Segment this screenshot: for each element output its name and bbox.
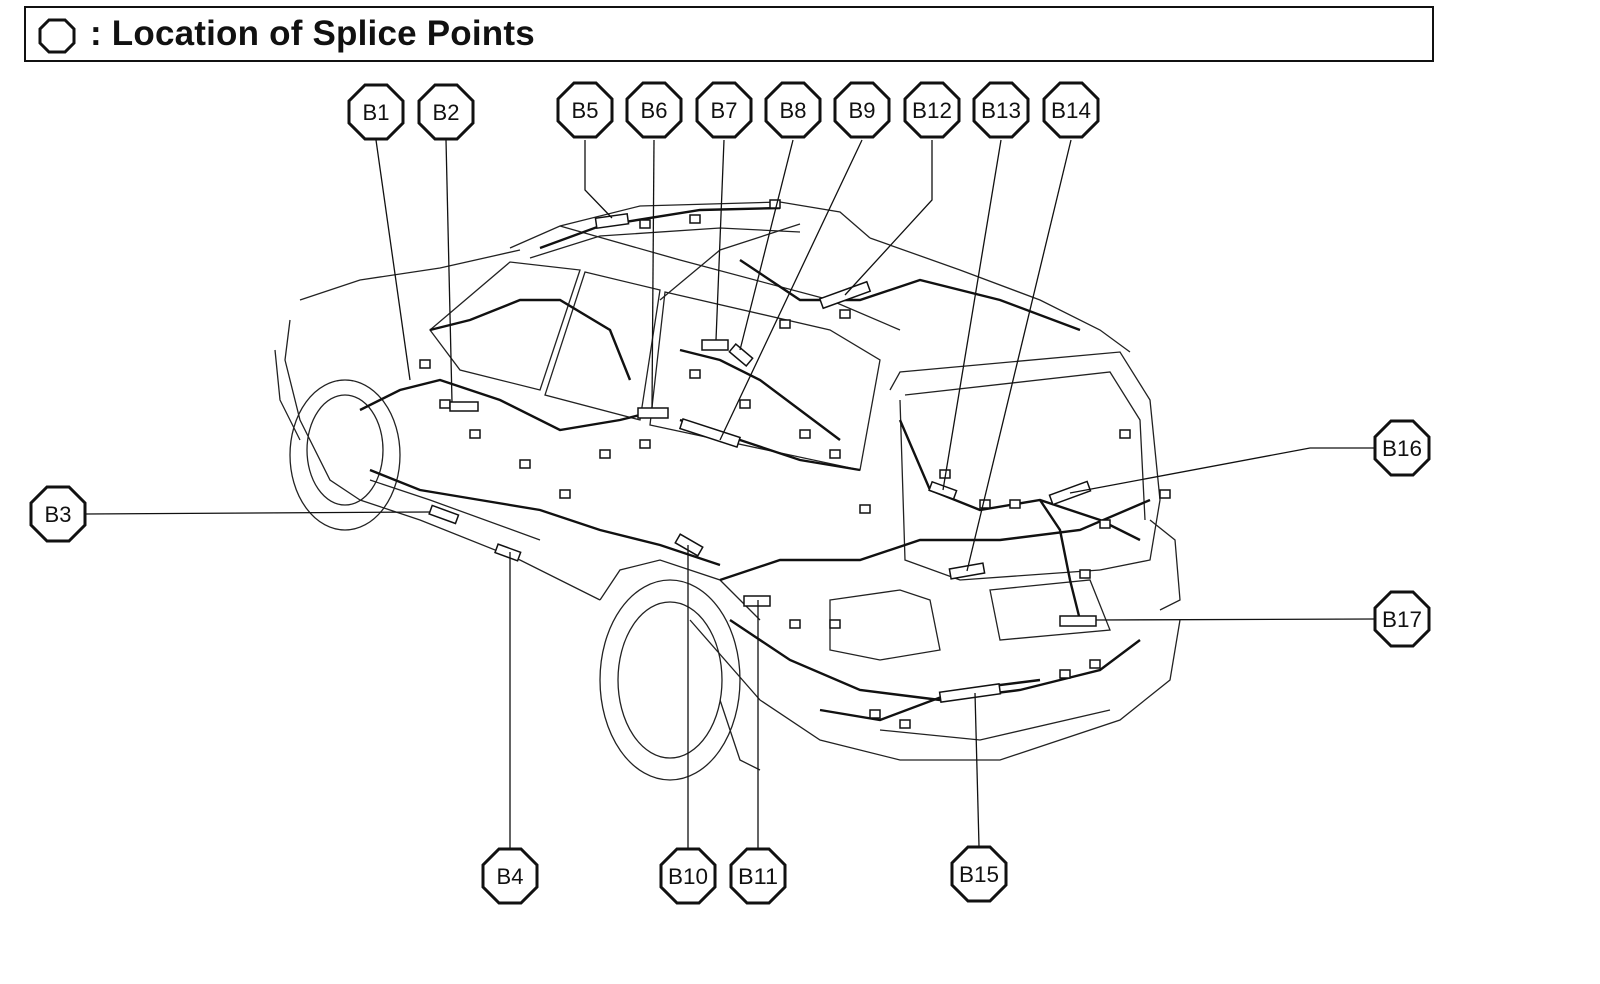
splice-label-b9: B9 <box>849 98 876 123</box>
splice-label-b3: B3 <box>45 502 72 527</box>
octagon-icon <box>659 847 717 905</box>
octagon-icon <box>38 18 76 54</box>
connectors <box>419 199 1171 729</box>
splice-marker-b16: B16 <box>1373 419 1431 477</box>
vehicle-outline <box>274 201 1181 781</box>
octagon-icon <box>903 81 961 139</box>
octagon-icon <box>695 81 753 139</box>
octagon-icon <box>1373 419 1431 477</box>
splice-label-b14: B14 <box>1051 98 1091 123</box>
splice-label-b2: B2 <box>433 100 460 125</box>
leader-line-b17 <box>1095 618 1376 621</box>
splice-label-b6: B6 <box>641 98 668 123</box>
splice-label-b4: B4 <box>497 864 524 889</box>
leader-line-b7 <box>715 139 725 341</box>
splice-label-b16: B16 <box>1382 436 1422 461</box>
splice-label-b13: B13 <box>981 98 1021 123</box>
leader-line-b3 <box>85 511 431 515</box>
title-bar: : Location of Splice Points <box>24 6 1434 62</box>
splice-label-b5: B5 <box>572 98 599 123</box>
octagon-icon <box>481 847 539 905</box>
octagon-icon <box>833 81 891 139</box>
wire-harness <box>359 206 1151 722</box>
octagon-icon <box>29 485 87 543</box>
leader-line-b13 <box>942 139 1002 491</box>
leader-line-b1 <box>375 139 411 381</box>
leader-line-b2 <box>445 139 453 403</box>
splice-label-b1: B1 <box>363 100 390 125</box>
octagon-icon <box>972 81 1030 139</box>
splice-marker-b3: B3 <box>29 485 87 543</box>
splice-label-b15: B15 <box>959 862 999 887</box>
splice-label-b7: B7 <box>711 98 738 123</box>
splice-marker-b14: B14 <box>1042 81 1100 139</box>
splice-marker-b12: B12 <box>903 81 961 139</box>
leader-line-b6 <box>651 139 655 409</box>
splice-marker-b7: B7 <box>695 81 753 139</box>
splice-marker-b11: B11 <box>729 847 787 905</box>
leader-line-b14 <box>966 139 1072 572</box>
splice-marker-b17: B17 <box>1373 590 1431 648</box>
octagon-icon <box>625 81 683 139</box>
leader-line-b9 <box>719 139 863 441</box>
splice-label-b12: B12 <box>912 98 952 123</box>
octagon-icon <box>950 845 1008 903</box>
splice-marker-b13: B13 <box>972 81 1030 139</box>
splice-marker-b2: B2 <box>417 83 475 141</box>
leader-line-b8 <box>739 139 794 351</box>
leader-line-b5 <box>584 140 613 219</box>
splice-marker-b15: B15 <box>950 845 1008 903</box>
leader-line-b16 <box>1069 447 1375 494</box>
splice-label-b17: B17 <box>1382 607 1422 632</box>
splice-marker-b5: B5 <box>556 81 614 139</box>
splice-marker-b8: B8 <box>764 81 822 139</box>
octagon-icon <box>1042 81 1100 139</box>
leader-line-b15 <box>974 692 980 847</box>
octagon-icon <box>347 83 405 141</box>
octagon-icon <box>556 81 614 139</box>
splice-marker-b9: B9 <box>833 81 891 139</box>
leader-lines <box>85 139 1376 850</box>
splice-bars <box>428 212 1097 703</box>
splice-marker-b1: B1 <box>347 83 405 141</box>
splice-label-b10: B10 <box>668 864 708 889</box>
octagon-icon <box>417 83 475 141</box>
octagon-icon <box>729 847 787 905</box>
leader-line-b12 <box>844 140 933 296</box>
page-title: : Location of Splice Points <box>90 14 535 53</box>
splice-label-b8: B8 <box>780 98 807 123</box>
octagon-icon <box>1373 590 1431 648</box>
splice-label-b11: B11 <box>738 864 778 889</box>
splice-marker-b4: B4 <box>481 847 539 905</box>
splice-marker-b10: B10 <box>659 847 717 905</box>
octagon-icon <box>764 81 822 139</box>
splice-marker-b6: B6 <box>625 81 683 139</box>
